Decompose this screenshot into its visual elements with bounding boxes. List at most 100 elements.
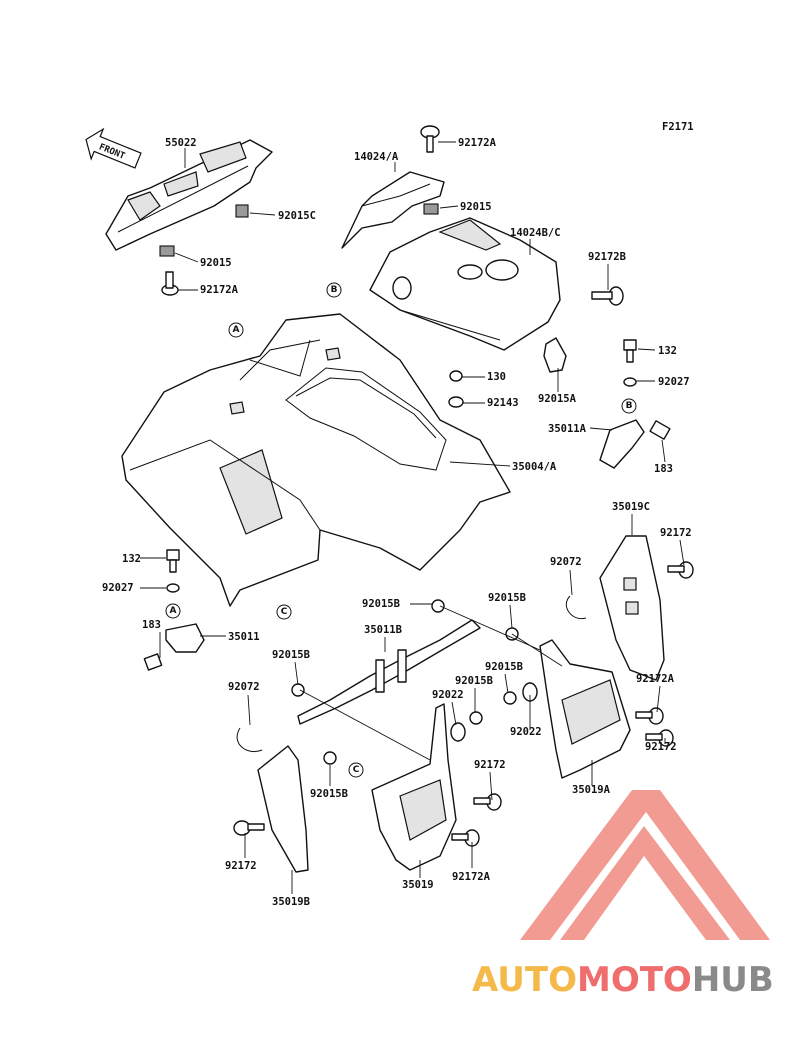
part-number-label: 92015B [272, 649, 310, 661]
reference-circle [228, 322, 244, 338]
leader-line [449, 461, 511, 467]
part-number-label: 35011 [228, 631, 260, 643]
tail-light-bracket-55022 [105, 139, 273, 257]
leader-line [489, 771, 493, 801]
part-number-label: 14024B/C [510, 227, 561, 239]
mud-flap-35019c [599, 535, 665, 681]
washer-92027-right [623, 377, 637, 387]
cover-14024a [341, 171, 445, 249]
screw-130 [449, 370, 463, 382]
part-number-label: 92022 [432, 689, 464, 701]
part-number-label: 92015 [460, 201, 492, 213]
part-number-label: 92015C [278, 210, 316, 222]
reference-letter: A [170, 606, 177, 616]
bolt-132-left [166, 549, 180, 573]
bolt-92172a-top [420, 125, 440, 153]
watermark-text: AUTOMOTOHUB [472, 960, 774, 1000]
part-number-label: 92027 [102, 582, 134, 594]
part-number-label: 55022 [165, 137, 197, 149]
clip-92072-left [236, 727, 263, 752]
watermark-logo-icon [520, 790, 770, 940]
part-number-label: 92015 [200, 257, 232, 269]
nut-92015b-c [291, 683, 305, 697]
reference-letter: B [626, 401, 633, 411]
part-number-label: 132 [658, 345, 677, 357]
part-number-label: 92072 [228, 681, 260, 693]
bolt-92172a-c [451, 829, 480, 847]
leader-line [656, 685, 661, 713]
leader-line [679, 539, 685, 566]
leader-line [661, 439, 666, 463]
leader-line [451, 701, 457, 726]
bracket-35011b [297, 619, 481, 725]
reference-circle [621, 398, 637, 414]
leader-line [174, 252, 199, 263]
part-number-label: 92172A [200, 284, 239, 296]
watermark-hub: HUB [691, 960, 774, 1000]
figure-code: F2171 [662, 121, 694, 133]
reference-letter: C [353, 765, 360, 775]
bolt-92172-l [233, 820, 265, 836]
leader-line [249, 212, 276, 216]
part-number-label: 92172 [474, 759, 506, 771]
part-number-label: 14024/A [354, 151, 399, 163]
front-arrow-icon: FRONT [85, 127, 142, 169]
cover-14024bc [369, 217, 561, 351]
washer-92022-a [450, 722, 466, 742]
leader-line [439, 205, 459, 209]
leader-line [247, 694, 251, 726]
part-number-label: 92015B [310, 788, 348, 800]
part-number-label: 35019 [402, 879, 434, 891]
reference-letter: A [233, 325, 240, 335]
reference-circle [165, 603, 181, 619]
bracket-35011a [599, 419, 671, 469]
part-number-label: 92172 [660, 527, 692, 539]
part-number-label: 92172A [636, 673, 675, 685]
part-number-label: 130 [487, 371, 506, 383]
bolt-92172a-r2 [635, 707, 664, 725]
watermark-auto: AUTO [472, 960, 577, 1000]
bolt-92172a-left [161, 271, 179, 296]
part-number-label: 92172 [225, 860, 257, 872]
part-number-label: 92027 [658, 376, 690, 388]
part-number-label: 92015B [362, 598, 400, 610]
part-number-label: 92072 [550, 556, 582, 568]
leader-line [504, 673, 509, 694]
part-number-label: 92015B [488, 592, 526, 604]
part-number-label: 92015A [538, 393, 577, 405]
bolt-92172-r3 [645, 729, 674, 747]
bolt-92172-c [473, 793, 502, 811]
leader-line [569, 569, 573, 596]
mud-flap-35019a [539, 639, 631, 779]
part-number-label: 183 [654, 463, 673, 475]
bolt-92172b [591, 286, 624, 306]
bracket-35011 [143, 623, 205, 671]
part-number-label: 132 [122, 553, 141, 565]
washer-92027-left [166, 583, 180, 593]
clip-92072-right [565, 595, 587, 620]
reference-circle [326, 282, 342, 298]
part-number-label: 92172A [452, 871, 491, 883]
grommet-92143 [448, 396, 464, 408]
part-number-label: 35019A [572, 784, 611, 796]
part-number-label: 92172 [645, 741, 677, 753]
part-number-label: 92022 [510, 726, 542, 738]
clip-92015a [543, 337, 567, 373]
watermark-moto: MOTO [576, 960, 692, 1000]
reference-circle [276, 604, 292, 620]
part-number-label: 35011A [548, 423, 587, 435]
part-number-label: 35004/A [512, 461, 557, 473]
bolt-132-right [623, 339, 637, 363]
part-number-label: 35011B [364, 624, 402, 636]
leader-line [589, 427, 613, 431]
reference-circle [348, 762, 364, 778]
mud-flap-35019 [371, 703, 457, 871]
leader-line [509, 604, 513, 629]
mud-flap-35019b [257, 745, 309, 873]
nut-92015b-f [323, 751, 337, 765]
leader-line [637, 348, 656, 351]
bolt-92172-r1 [667, 561, 694, 579]
part-number-label: 35019C [612, 501, 650, 513]
